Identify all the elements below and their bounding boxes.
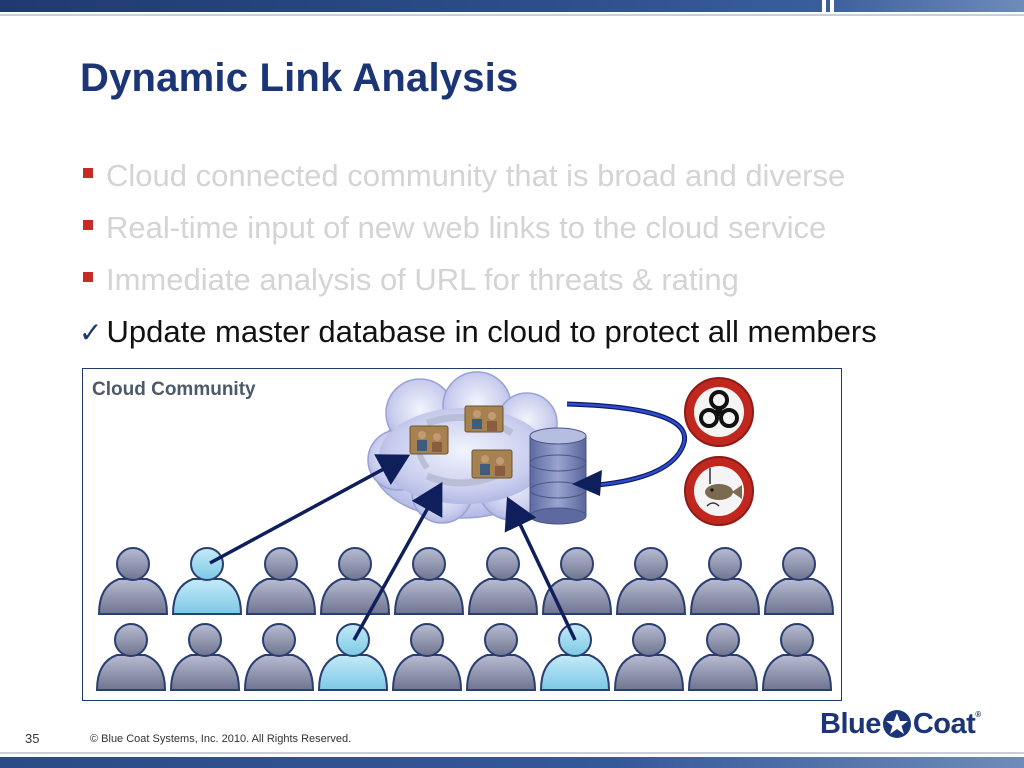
- cloud-community-diagram: [96, 371, 834, 691]
- square-bullet-icon: [83, 272, 93, 282]
- link-arrow: [209, 454, 411, 565]
- folder-user-icon: [409, 425, 449, 455]
- user-icon: [98, 547, 168, 615]
- user-icon: [542, 547, 612, 615]
- link-arrow: [352, 481, 443, 641]
- bottom-footer-band: [0, 757, 1024, 768]
- panel-label: Cloud Community: [92, 379, 256, 400]
- logo-word-right: Coat: [912, 707, 976, 740]
- user-icon: [468, 547, 538, 615]
- user-icon-highlighted: [540, 623, 610, 691]
- footer-rule: [0, 752, 1024, 754]
- database-icon: [529, 427, 587, 525]
- user-icon: [616, 547, 686, 615]
- checkmark-icon: ✓: [79, 316, 103, 348]
- link-arrow: [504, 496, 577, 641]
- bullet-item: Cloud connected community that is broad …: [82, 150, 1012, 202]
- user-icon: [320, 547, 390, 615]
- user-icon: [466, 623, 536, 691]
- user-icon-highlighted: [318, 623, 388, 691]
- bullet-text: Real-time input of new web links to the …: [106, 210, 827, 245]
- user-icon: [690, 547, 760, 615]
- band-divider: [830, 0, 834, 12]
- folder-user-icon: [464, 405, 504, 433]
- user-icon: [688, 623, 758, 691]
- page-number: 35: [25, 731, 40, 746]
- user-icon: [764, 547, 834, 615]
- biohazard-icon: [684, 377, 754, 447]
- link-arrows: [209, 454, 577, 641]
- copyright-text: © Blue Coat Systems, Inc. 2010. All Righ…: [90, 733, 352, 745]
- user-icon: [614, 623, 684, 691]
- user-row-2: [96, 623, 832, 691]
- user-icon: [246, 547, 316, 615]
- top-rule: [0, 14, 1024, 16]
- user-icon: [96, 623, 166, 691]
- cloud-icon: [367, 371, 558, 524]
- phishing-icon: [684, 456, 754, 526]
- bullet-item: ✓ Update master database in cloud to pro…: [79, 306, 1012, 358]
- top-header-band: [0, 0, 1024, 12]
- bullet-list: Cloud connected community that is broad …: [79, 150, 1012, 358]
- user-icon: [762, 623, 832, 691]
- update-arrow: [566, 401, 687, 496]
- user-row-1: [98, 547, 834, 615]
- band-divider: [822, 0, 826, 12]
- user-icon-highlighted: [172, 547, 242, 615]
- logo-word-left: Blue: [820, 707, 881, 740]
- square-bullet-icon: [83, 168, 93, 178]
- slide-title: Dynamic Link Analysis: [80, 56, 519, 100]
- bullet-text: Cloud connected community that is broad …: [106, 158, 846, 193]
- blue-coat-logo: Blue Coat ®: [820, 706, 981, 742]
- bullet-text: Immediate analysis of URL for threats & …: [106, 262, 739, 297]
- user-icon: [392, 623, 462, 691]
- user-icon: [394, 547, 464, 615]
- folder-user-icon: [471, 449, 513, 479]
- bullet-item: Real-time input of new web links to the …: [82, 202, 1012, 254]
- bullet-text: Update master database in cloud to prote…: [106, 314, 877, 349]
- user-icon: [244, 623, 314, 691]
- trademark-symbol: ®: [975, 710, 981, 719]
- logo-star-icon: [882, 710, 911, 738]
- bullet-item: Immediate analysis of URL for threats & …: [82, 254, 1012, 306]
- square-bullet-icon: [83, 220, 93, 230]
- user-icon: [170, 623, 240, 691]
